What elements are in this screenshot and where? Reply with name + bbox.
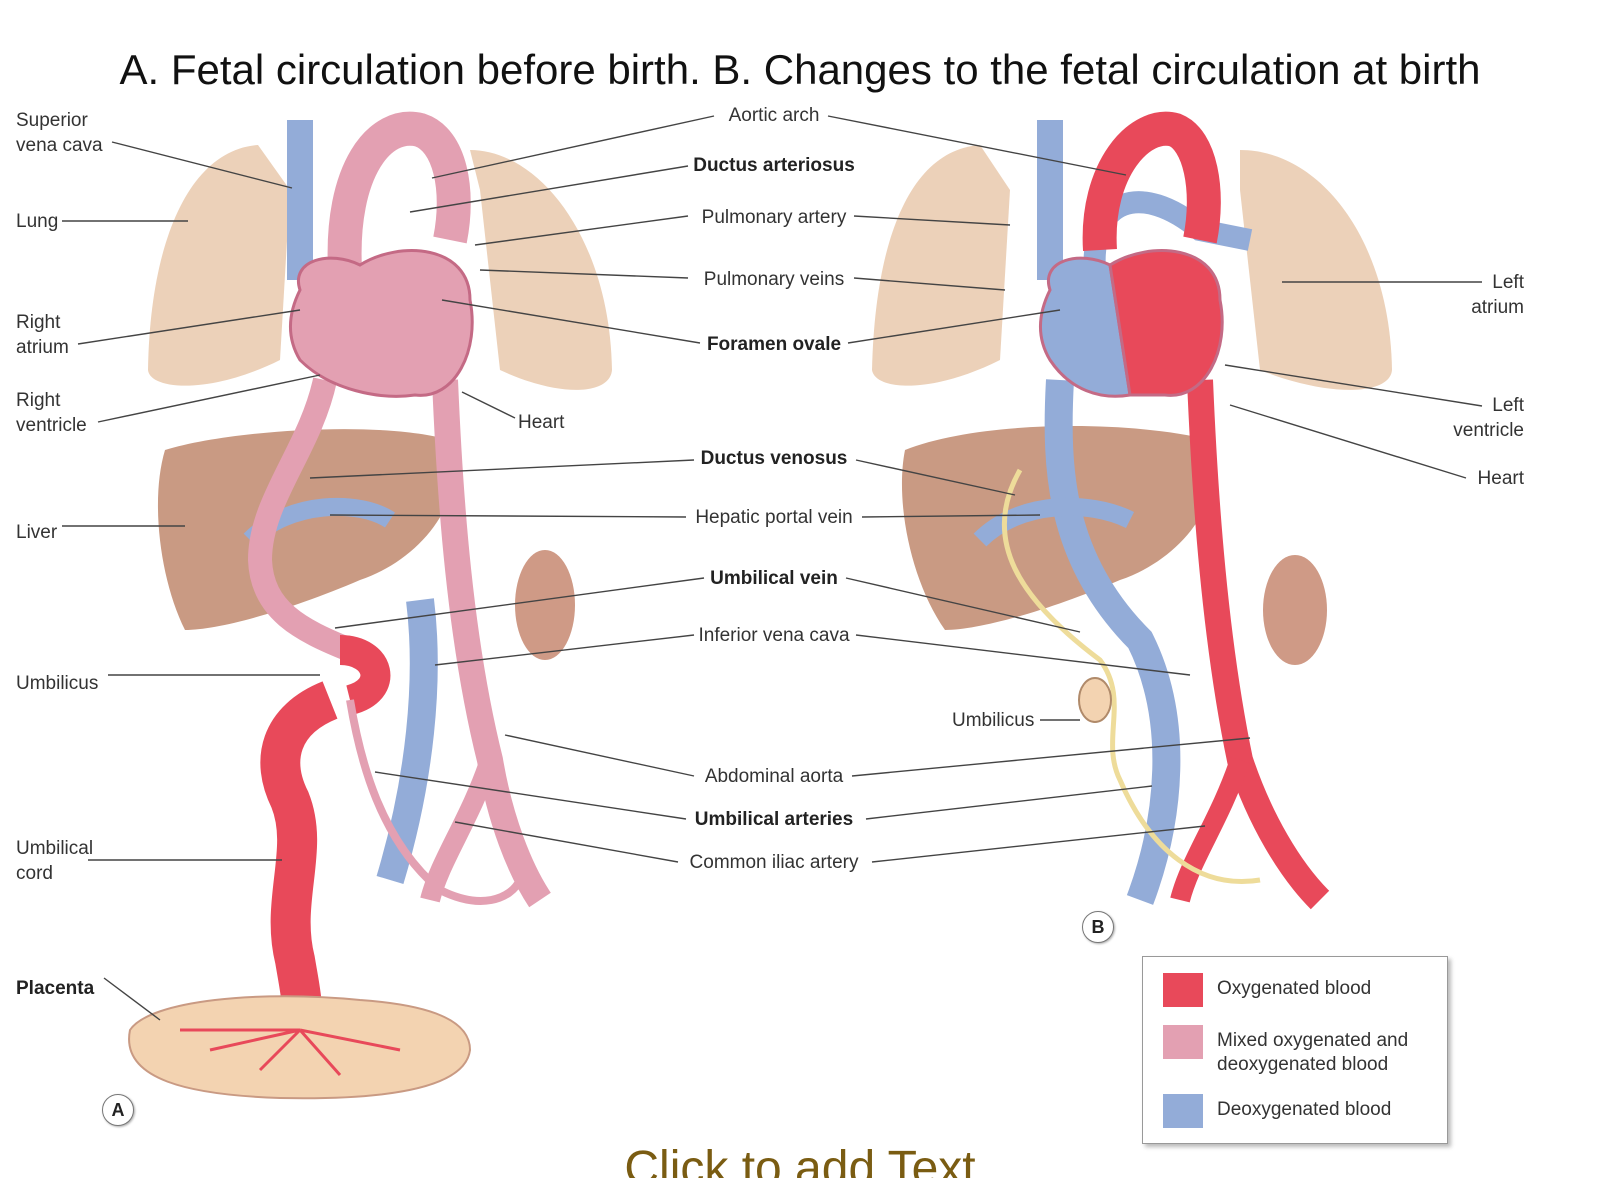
label-abdominal-aorta: Abdominal aorta [704,766,844,787]
legend-label-mixed: Mixed oxygenated and deoxygenated blood [1217,1030,1409,1075]
legend-label-deoxygenated: Deoxygenated blood [1217,1099,1392,1120]
label-common-iliac-artery: Common iliac artery [689,852,859,873]
ligamentum-b [1001,468,1261,884]
label-ductus-arteriosus: Ductus arteriosus [693,155,855,176]
kidney-a [515,550,575,660]
label-heart-a: Heart [518,412,565,433]
aortic-arch-a [327,111,471,271]
label-left-atrium: Left atrium [1471,272,1524,318]
legend: Oxygenated blood Mixed oxygenated and de… [1142,956,1448,1144]
left-lung-a [148,145,290,386]
aorta-b [1187,379,1330,910]
label-inferior-vena-cava: Inferior vena cava [698,625,850,646]
ivc-b [1044,379,1181,905]
panel-b-illustration [872,111,1392,910]
right-lung-b [1240,150,1392,390]
label-aortic-arch: Aortic arch [728,105,820,126]
label-right-atrium: Right atrium [16,312,69,358]
leader-lines [62,115,1483,1021]
left-lung-b [872,145,1010,386]
label-pulmonary-artery: Pulmonary artery [701,207,847,228]
aortic-arch-b [1082,111,1221,252]
panel-a-illustration [128,111,612,1100]
label-umbilical-cord: Umbilical cord [16,838,94,884]
label-umbilicus-a: Umbilicus [16,673,99,694]
slide-title: A. Fetal circulation before birth. B. Ch… [119,46,1481,93]
label-umbilical-arteries: Umbilical arteries [694,809,854,830]
right-lung-a [470,150,612,390]
panel-b-badge: B [1082,911,1114,943]
legend-item-oxygenated: Oxygenated blood [1163,973,1371,1007]
ivc-upper-a [247,377,355,662]
label-umbilical-vein: Umbilical vein [710,568,838,589]
heart-b-right [1039,256,1132,398]
legend-label-oxygenated: Oxygenated blood [1217,978,1372,999]
umbilical-arteries-a [346,699,524,905]
iliac-b [1170,756,1250,903]
heart-b-left [1108,249,1224,397]
heart-a [289,249,474,398]
label-hepatic-portal-vein: Hepatic portal vein [695,507,853,528]
label-superior-vena-cava: Superior vena cava [16,110,103,156]
umbilical-cord-a [260,681,339,1035]
legend-item-mixed: Mixed oxygenated and deoxygenated blood [1163,1025,1408,1077]
umbilicus-b [1078,677,1112,723]
label-left-ventricle: Left ventricle [1453,395,1524,441]
label-pulmonary-veins: Pulmonary veins [703,269,845,290]
legend-swatch-oxygenated [1163,973,1203,1007]
label-ductus-venosus: Ductus venosus [700,448,848,469]
label-placenta: Placenta [16,978,95,999]
kidney-b [1263,555,1327,665]
label-liver: Liver [16,522,58,543]
placenta-a [128,995,472,1100]
legend-swatch-mixed [1163,1025,1203,1059]
hepatic-portal-b [973,497,1135,547]
label-lung: Lung [16,211,59,232]
legend-item-deoxygenated: Deoxygenated blood [1163,1094,1391,1128]
add-text-placeholder[interactable]: Click to add Text [624,1142,976,1178]
descending-aorta-a [432,379,551,908]
label-foramen-ovale: Foramen ovale [706,334,842,355]
label-umbilicus-b: Umbilicus [952,710,1035,731]
placenta-vessels-a [180,1028,401,1076]
umbilical-vein-a [338,635,391,715]
panel-a-badge: A [102,1094,134,1126]
label-heart-b: Heart [1477,468,1524,489]
label-right-ventricle: Right ventricle [16,390,87,436]
legend-swatch-deoxygenated [1163,1094,1203,1128]
liver-a [157,429,455,630]
